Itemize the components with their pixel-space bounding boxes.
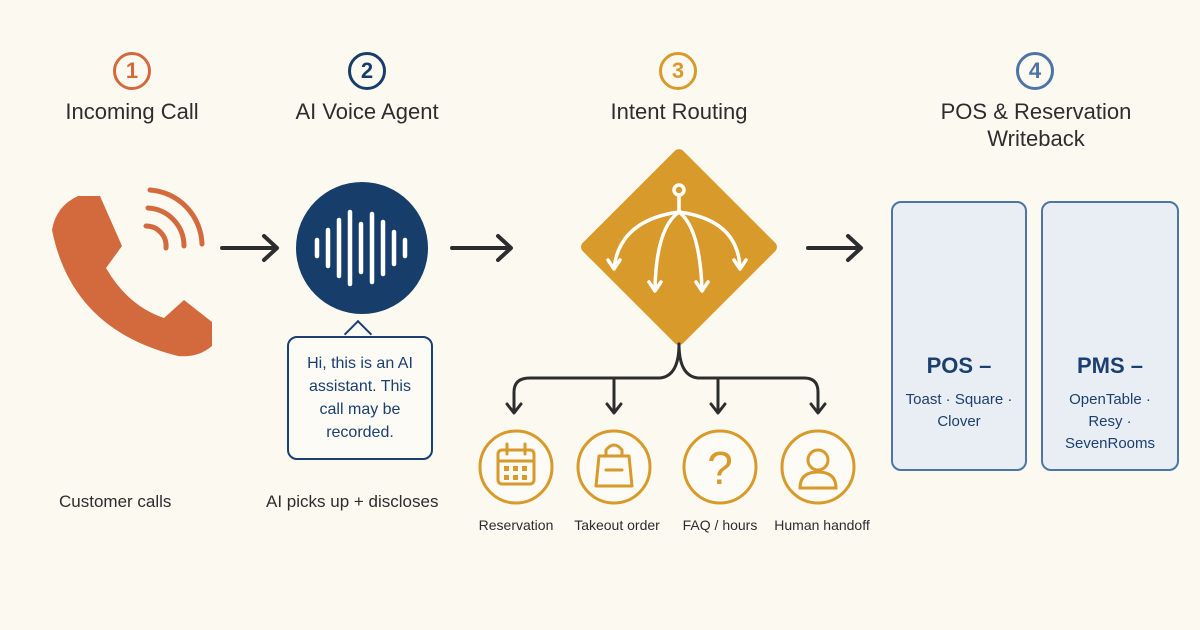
step-4-number: 4: [1016, 52, 1054, 90]
pms-card: PMS – OpenTable · Resy · SevenRooms: [1041, 201, 1179, 471]
disclosure-text: Hi, this is an AI assistant. This call m…: [307, 355, 413, 441]
intent-label-takeout: Takeout order: [574, 517, 660, 533]
disclosure-speech-bubble: Hi, this is an AI assistant. This call m…: [287, 336, 433, 460]
shopping-bag-icon: [594, 443, 634, 488]
step-1-number: 1: [113, 52, 151, 90]
intent-takeout-circle: [576, 429, 652, 505]
step-3-number: 3: [659, 52, 697, 90]
step-2-caption: AI picks up + discloses: [266, 492, 439, 511]
intent-faq-circle: [682, 429, 758, 505]
routing-tree: [505, 342, 827, 415]
step-4-title: POS & Reservation Writeback: [940, 99, 1132, 151]
step-1-caption: Customer calls: [59, 492, 172, 511]
question-mark-icon: ?: [707, 442, 733, 494]
pos-title: POS –: [926, 353, 992, 378]
branching-arrows-icon: [606, 183, 748, 293]
intent-handoff-circle: [780, 429, 856, 505]
pos-subtitle: Toast · Square · Clover: [905, 391, 1013, 430]
routing-diamond: [581, 149, 777, 345]
arrow-3: [806, 234, 863, 262]
phone-icon: [52, 196, 212, 357]
call-waves-icon: [143, 187, 205, 251]
step-2-title: AI Voice Agent: [295, 99, 439, 124]
step-3-title: Intent Routing: [610, 99, 748, 124]
pos-card: POS – Toast · Square · Clover: [891, 201, 1027, 471]
intent-label-handoff: Human handoff: [774, 517, 870, 533]
intent-label-reservation: Reservation: [478, 517, 554, 533]
step-2-number: 2: [348, 52, 386, 90]
waveform-icon: [314, 209, 408, 287]
arrow-1: [220, 234, 279, 262]
person-icon: [798, 448, 838, 490]
intent-label-faq: FAQ / hours: [682, 517, 758, 533]
pms-title: PMS –: [1076, 353, 1144, 378]
pms-subtitle: OpenTable · Resy · SevenRooms: [1064, 391, 1156, 452]
step-1-title: Incoming Call: [65, 99, 199, 124]
calendar-icon: [496, 442, 536, 486]
arrow-2: [450, 234, 513, 262]
